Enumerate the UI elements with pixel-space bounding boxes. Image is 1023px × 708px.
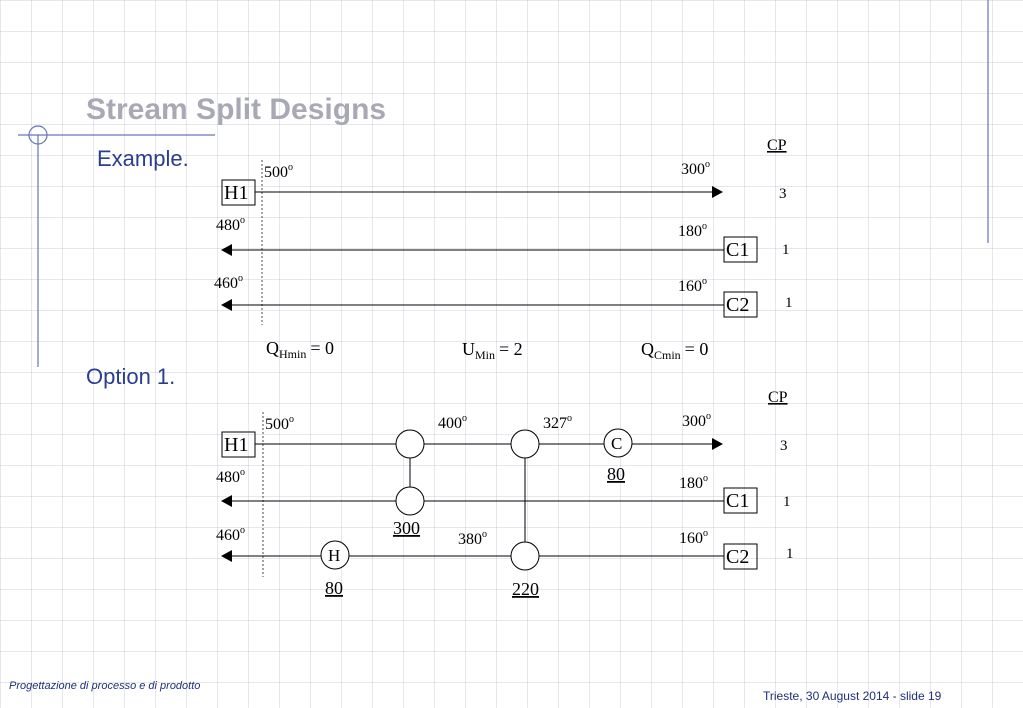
q-hmin-target: QHmin= 0	[266, 338, 334, 361]
cp-value: 1	[782, 242, 790, 258]
footer-course-name: Progettazione di processo e di prodotto	[9, 680, 201, 692]
temp-label: 160o	[679, 528, 708, 547]
temp-label: 400o	[438, 413, 467, 432]
arrow-head-c1	[221, 244, 232, 256]
temp-label: 180o	[678, 221, 707, 240]
temp-label: 480o	[216, 215, 245, 234]
footer-slide-info: Trieste, 30 August 2014 - slide 19	[763, 689, 942, 703]
example-label: Example.	[97, 146, 189, 171]
arrow-head-h1	[712, 438, 723, 450]
temp-label: 500o	[265, 414, 294, 433]
slide-title: Stream Split Designs	[86, 93, 387, 126]
stream-name-c2: C2	[726, 294, 749, 316]
temp-label: 380o	[458, 529, 487, 548]
arrow-head-c2	[221, 550, 232, 562]
stream-name-c1: C1	[726, 490, 749, 512]
cooler-label: C	[611, 434, 622, 453]
arrow-head-c1	[221, 495, 232, 507]
stream-name-h1: H1	[224, 182, 248, 204]
temp-label: 180o	[679, 473, 708, 492]
cp-value: 1	[786, 546, 794, 562]
temp-label: 480o	[216, 467, 245, 486]
stream-name-h1: H1	[224, 434, 248, 456]
cp-value: 1	[783, 494, 791, 510]
cooler-node	[603, 428, 633, 458]
temp-label: 160o	[678, 276, 707, 295]
arrow-head-h1	[712, 186, 723, 198]
temp-label: 460o	[214, 273, 243, 292]
exchanger-1-hot-node	[395, 429, 425, 459]
temp-label: 500o	[264, 162, 293, 181]
arrow-head-c2	[221, 299, 232, 311]
exchanger-2-cold-node	[510, 541, 540, 571]
option-label: Option 1.	[86, 364, 176, 389]
cp-value: 3	[779, 186, 787, 202]
exchanger-1-cold-node	[395, 486, 425, 516]
heater-node	[320, 540, 350, 570]
temp-label: 460o	[216, 525, 245, 544]
heater-label: H	[328, 546, 340, 565]
cooler-duty: 80	[607, 464, 625, 484]
cp-header: CP	[767, 137, 787, 154]
stream-name-c1: C1	[726, 239, 749, 261]
exchanger-2-hot-node	[510, 429, 540, 459]
cp-value: 1	[785, 295, 793, 311]
exchanger-1-duty: 300	[393, 518, 420, 538]
temp-label: 300o	[681, 159, 710, 178]
q-cmin-target: QCmin= 0	[641, 339, 708, 362]
temp-label: 300o	[682, 411, 711, 430]
u-min-target: UMin= 2	[462, 339, 523, 362]
stream-name-c2: C2	[726, 546, 749, 568]
cp-header: CP	[768, 389, 788, 406]
cp-value: 3	[780, 438, 788, 454]
heater-duty: 80	[325, 578, 343, 598]
temp-label: 327o	[543, 413, 572, 432]
exchanger-2-duty: 220	[512, 579, 539, 599]
